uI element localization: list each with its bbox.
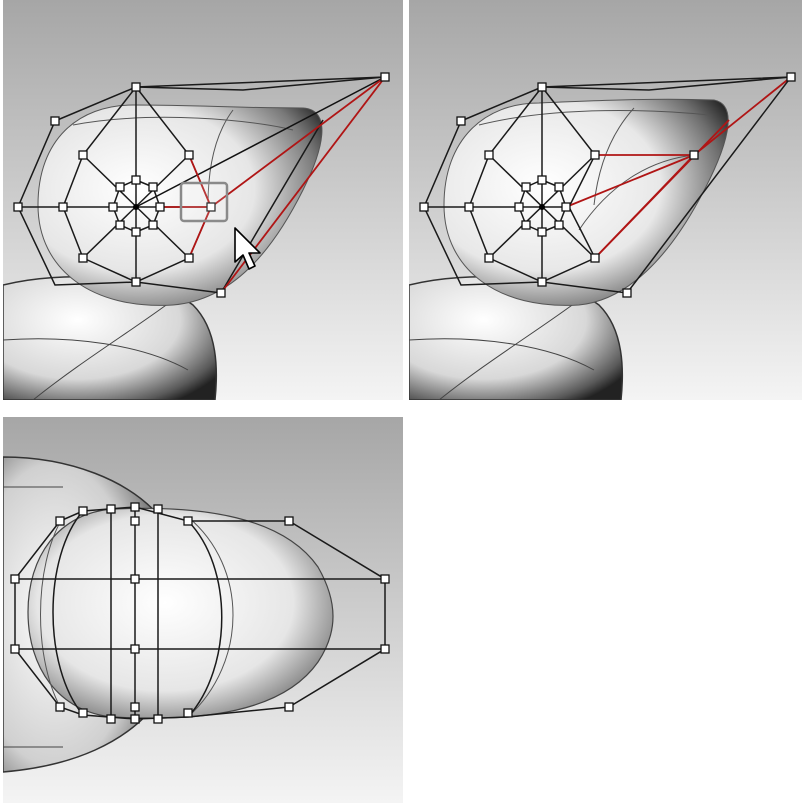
control-point[interactable] [456, 116, 466, 126]
control-polygon [14, 506, 386, 720]
viewport-top-left[interactable] [3, 0, 403, 400]
control-point[interactable] [514, 202, 524, 212]
control-point[interactable] [108, 202, 118, 212]
control-point[interactable] [786, 72, 796, 82]
control-point[interactable] [153, 714, 163, 724]
control-point[interactable] [130, 644, 140, 654]
control-point[interactable] [115, 182, 125, 192]
control-point[interactable] [537, 277, 547, 287]
control-point[interactable] [130, 502, 140, 512]
control-point[interactable] [464, 202, 474, 212]
control-point[interactable] [55, 702, 65, 712]
control-point[interactable] [58, 202, 68, 212]
control-point[interactable] [10, 644, 20, 654]
selection-box [179, 181, 229, 223]
control-point[interactable] [554, 182, 564, 192]
control-point[interactable] [521, 182, 531, 192]
control-point[interactable] [130, 516, 140, 526]
control-point[interactable] [206, 202, 216, 212]
body-surface [409, 276, 624, 400]
control-point[interactable] [484, 253, 494, 263]
control-point[interactable] [183, 708, 193, 718]
control-point[interactable] [419, 202, 429, 212]
control-point[interactable] [622, 288, 632, 298]
control-point[interactable] [130, 702, 140, 712]
control-point[interactable] [537, 82, 547, 92]
control-point[interactable] [131, 227, 141, 237]
control-point[interactable] [106, 714, 116, 724]
control-point[interactable] [554, 220, 564, 230]
control-point[interactable] [155, 202, 165, 212]
control-point[interactable] [50, 116, 60, 126]
control-point[interactable] [78, 708, 88, 718]
control-point[interactable] [130, 714, 140, 724]
control-point[interactable] [284, 516, 294, 526]
arrow-cursor-icon [234, 227, 261, 270]
control-point-moved[interactable] [689, 150, 699, 160]
control-point[interactable] [484, 150, 494, 160]
control-point[interactable] [590, 150, 600, 160]
control-points[interactable] [13, 72, 390, 298]
center-point [539, 204, 545, 210]
control-point[interactable] [184, 150, 194, 160]
control-point[interactable] [590, 253, 600, 263]
control-point[interactable] [216, 288, 226, 298]
control-point[interactable] [521, 220, 531, 230]
control-points[interactable] [10, 502, 390, 724]
control-points[interactable] [419, 72, 796, 298]
control-point[interactable] [380, 72, 390, 82]
center-point [133, 204, 139, 210]
control-point[interactable] [78, 150, 88, 160]
control-point[interactable] [78, 506, 88, 516]
empty-area [409, 417, 802, 803]
control-point[interactable] [148, 182, 158, 192]
control-point[interactable] [561, 202, 571, 212]
control-point[interactable] [115, 220, 125, 230]
control-point[interactable] [380, 644, 390, 654]
control-point[interactable] [131, 175, 141, 185]
control-point[interactable] [183, 516, 193, 526]
body-surface [3, 276, 218, 400]
control-point[interactable] [153, 504, 163, 514]
control-point[interactable] [55, 516, 65, 526]
control-point[interactable] [106, 504, 116, 514]
control-point[interactable] [148, 220, 158, 230]
control-point[interactable] [13, 202, 23, 212]
control-point[interactable] [131, 82, 141, 92]
control-point[interactable] [380, 574, 390, 584]
control-point[interactable] [537, 227, 547, 237]
viewport-bottom-left[interactable] [3, 417, 403, 803]
control-point[interactable] [131, 277, 141, 287]
control-point[interactable] [284, 702, 294, 712]
head-surface [27, 507, 334, 719]
control-point[interactable] [537, 175, 547, 185]
control-point[interactable] [130, 574, 140, 584]
viewport-top-right[interactable] [409, 0, 802, 400]
control-point[interactable] [184, 253, 194, 263]
control-point[interactable] [78, 253, 88, 263]
control-point[interactable] [10, 574, 20, 584]
